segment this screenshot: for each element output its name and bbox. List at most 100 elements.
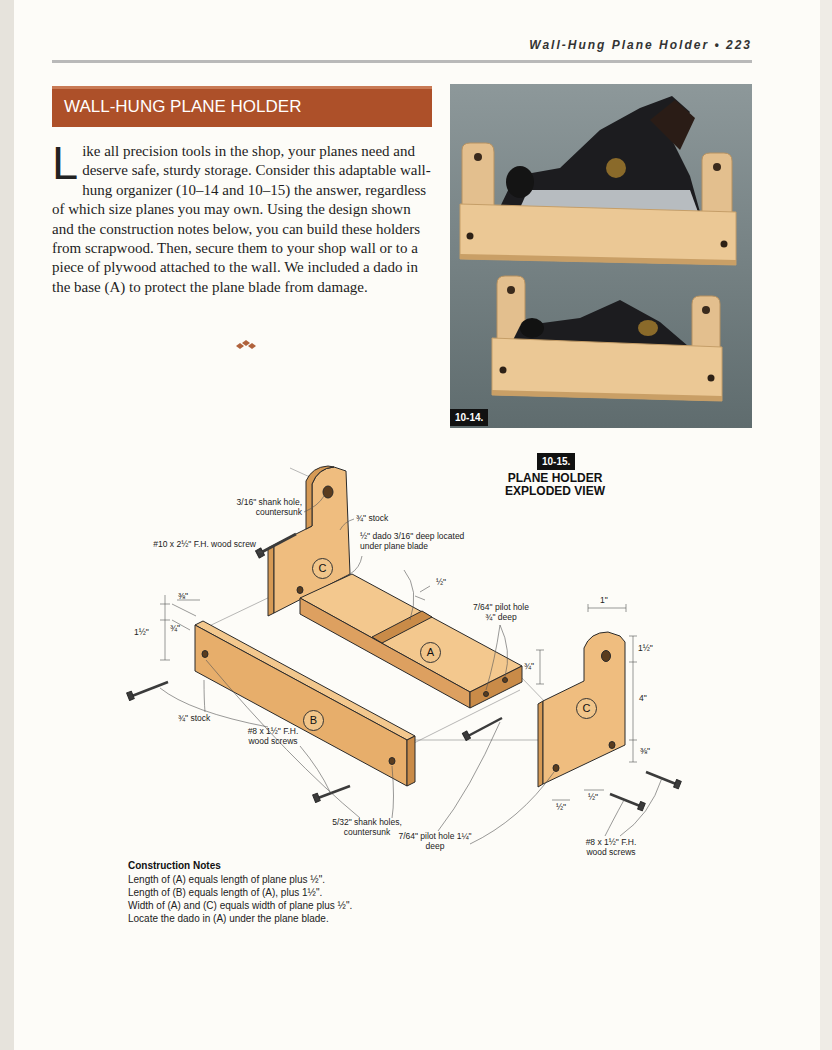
dimension-line [588,604,589,612]
dimension-line [584,790,604,791]
dimension-line [536,650,544,651]
screw-note: #8 x 1½" F.H. wood screws [242,727,304,746]
dimension: ½" [588,793,604,803]
photo [500,367,507,374]
exploded-view [543,632,625,784]
dimension-line [629,740,637,741]
photo [500,96,700,212]
dimension-line [172,604,196,616]
dimension-line [629,636,637,637]
figure-number: 10-15. [537,453,575,470]
notes-heading: Construction Notes [128,860,221,871]
figure-title: PLANE HOLDER EXPLODED VIEW [480,472,630,498]
callout-letter: A [427,646,434,658]
wood-screw [462,731,470,740]
leader-line [438,722,500,831]
photo [492,390,722,401]
wood-screw [313,793,321,802]
dimension-line [629,662,637,663]
leader-line [486,625,500,690]
exploded-view [389,758,395,765]
screw-note: #8 x 1½" F.H. wood screws [578,838,644,857]
photo [506,166,534,198]
figure-number-text: 10-14. [455,412,483,423]
dimension-line [165,595,166,660]
construction-note: Locate the dado in (A) under the plane b… [128,913,329,924]
wood-screw [262,534,296,552]
photo [467,233,474,240]
construction-note: Length of (B) equals length of (A), plus… [128,887,322,898]
photo [713,163,721,171]
header-rule [52,60,752,63]
leader-line [500,625,508,677]
dimension-line [415,596,425,600]
page-edge [0,0,14,1050]
photo [520,318,544,338]
photo [507,286,515,294]
page-edge [820,0,832,1050]
dimension: 1" [600,596,616,606]
hole-note: 3/16" shank hole, countersunk [228,498,302,517]
leader-line [404,570,414,620]
hole-note: 7/64" pilot hole ¾" deep [470,603,532,622]
wood-screw [610,794,640,806]
part-callout: C [576,698,597,719]
leader-line [620,778,662,836]
dimension-line [633,636,634,762]
title-band: WALL-HUNG PLANE HOLDER [52,86,432,127]
photo [474,153,482,161]
exploded-view [202,651,208,658]
wood-screw [255,548,264,558]
part-callout: B [303,710,324,731]
dimension: ½" [436,578,452,588]
leader-line [204,680,205,712]
leader-line [350,556,362,574]
wood-screw [468,718,502,736]
dimension-line [160,620,170,621]
leader-line [258,552,263,553]
page-title: WALL-HUNG PLANE HOLDER [64,97,301,117]
photo [450,84,752,428]
photo [650,100,695,150]
body-text: Like all precision tools in the shop, yo… [52,142,432,297]
exploded-view [127,466,682,844]
construction-note: Length of (A) equals length of plane plu… [128,874,325,885]
exploded-view [503,678,508,683]
leader-line [304,496,324,512]
alignment-line [413,740,545,741]
stock-note: ¾" stock [178,714,228,724]
hole-note: 7/64" pilot hole 1¼" deep [398,832,472,851]
photo [492,338,722,401]
exploded-view [407,736,415,786]
dimension-line [160,586,637,800]
dimension-line [552,800,570,801]
callout-letter: C [319,562,327,574]
exploded-view [609,742,615,749]
stock-note: ¾" stock [356,514,416,524]
hole-note: 5/32" shank holes, countersunk [330,818,404,837]
photo [460,204,736,265]
wood-screw [638,802,646,811]
exploded-view [602,651,611,662]
dimension-line [588,608,626,609]
photo [702,153,732,214]
construction-note: Width of (A) and (C) equals width of pla… [128,900,352,911]
ornament [236,343,244,349]
leader-line [340,519,354,530]
dimension: ⅜" [178,592,198,602]
ornament [242,340,250,346]
dimension: ⅜" [640,747,656,757]
part-callout: A [420,642,441,663]
leader-line [160,688,268,727]
dimension: ¾" [170,624,188,634]
figure-number-text: 10-15. [542,456,570,467]
dado-note: ½" dado 3/16" deep located under plane b… [360,532,488,551]
photo [462,143,494,208]
dimension: ½" [556,803,572,813]
exploded-view [470,666,522,708]
photo [450,84,752,428]
exploded-view [306,466,334,529]
